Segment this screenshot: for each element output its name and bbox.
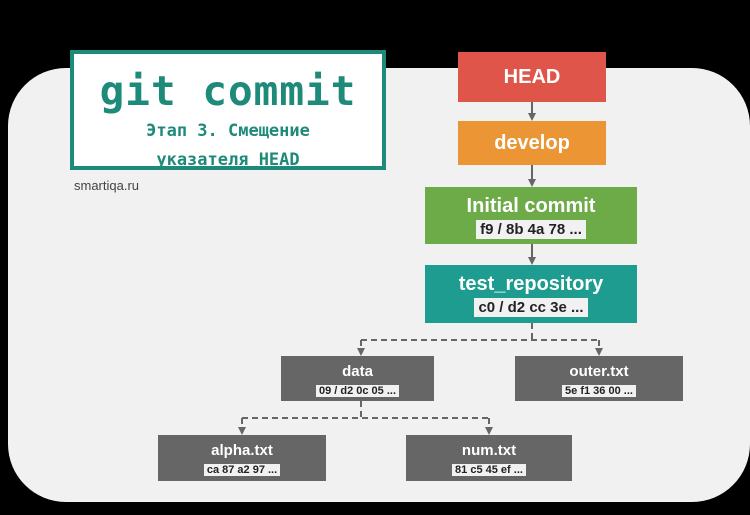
node-data-hash: 09 / d2 0c 05 ... [315, 385, 400, 397]
node-outer-txt-blob: outer.txt 5e f1 36 00 ... [515, 356, 683, 401]
node-num-txt-hash: 81 c5 45 ef ... [452, 464, 526, 476]
node-initial-commit-hash: f9 / 8b 4a 78 ... [476, 220, 586, 239]
node-outer-txt-label: outer.txt [569, 363, 629, 380]
node-data-tree: data 09 / d2 0c 05 ... [281, 356, 434, 401]
title-subtitle-line-1: Этап 3. Смещение [146, 121, 310, 141]
node-head-label: HEAD [503, 66, 561, 88]
title-main: git commit [99, 67, 357, 115]
node-develop-label: develop [494, 132, 570, 154]
site-credit: smartiqa.ru [74, 178, 140, 193]
node-test-repository-tree: test_repository c0 / d2 cc 3e ... [425, 265, 637, 323]
node-test-repository-hash: c0 / d2 cc 3e ... [474, 298, 588, 317]
node-num-txt-label: num.txt [461, 442, 517, 459]
node-alpha-txt-blob: alpha.txt ca 87 a2 97 ... [158, 435, 326, 481]
node-initial-commit: Initial commit f9 / 8b 4a 78 ... [425, 187, 637, 244]
node-initial-commit-label: Initial commit [466, 195, 596, 217]
node-alpha-txt-hash: ca 87 a2 97 ... [203, 464, 281, 476]
node-test-repository-label: test_repository [458, 273, 604, 295]
title-card: git commit Этап 3. Смещение указателя HE… [70, 50, 386, 170]
node-head: HEAD [458, 52, 606, 102]
node-num-txt-blob: num.txt 81 c5 45 ef ... [406, 435, 572, 481]
node-outer-txt-hash: 5e f1 36 00 ... [562, 385, 636, 397]
node-develop-branch: develop [458, 121, 606, 165]
title-subtitle-line-2: указателя HEAD [156, 150, 300, 170]
node-alpha-txt-label: alpha.txt [211, 442, 273, 459]
node-data-label: data [342, 363, 373, 380]
